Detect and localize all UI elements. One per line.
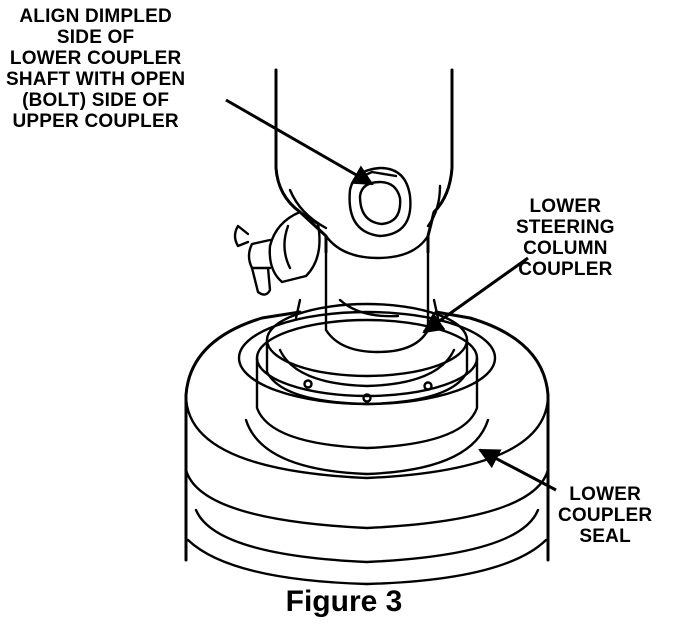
align-dimpled-side-label: ALIGN DIMPLED SIDE OF LOWER COUPLER SHAF… <box>6 6 185 132</box>
lower-coupler-callout-arrow <box>422 256 529 334</box>
upper-coupler <box>274 68 454 260</box>
callout-line: COLUMN <box>523 238 608 259</box>
lower-coupler-seal <box>184 310 550 586</box>
callout-line: SHAFT WITH OPEN <box>6 69 186 90</box>
align-callout-arrow <box>225 98 374 186</box>
callout-line: LOWER <box>569 484 641 505</box>
figure-caption: Figure 3 <box>285 585 403 618</box>
callout-line: SEAL <box>579 526 631 547</box>
pinch-bolt <box>233 210 321 296</box>
callout-line: (BOLT) SIDE OF <box>22 90 170 111</box>
lower-steering-column-coupler-label: LOWER STEERING COLUMN COUPLER <box>516 196 615 280</box>
callout-line: LOWER COUPLER <box>9 48 182 69</box>
callout-line: UPPER COUPLER <box>12 111 179 132</box>
callout-line: STEERING <box>516 217 615 238</box>
lower-coupler-seal-label: LOWER COUPLER SEAL <box>558 484 652 547</box>
callout-line: COUPLER <box>518 259 613 280</box>
coupler-seal-callout-arrow <box>478 448 557 492</box>
callout-line: ALIGN DIMPLED <box>19 6 172 27</box>
callout-line: LOWER <box>529 196 602 217</box>
callout-line: COUPLER <box>558 505 653 526</box>
callout-line: SIDE OF <box>56 27 135 48</box>
lower-coupler-shaft <box>324 246 430 354</box>
